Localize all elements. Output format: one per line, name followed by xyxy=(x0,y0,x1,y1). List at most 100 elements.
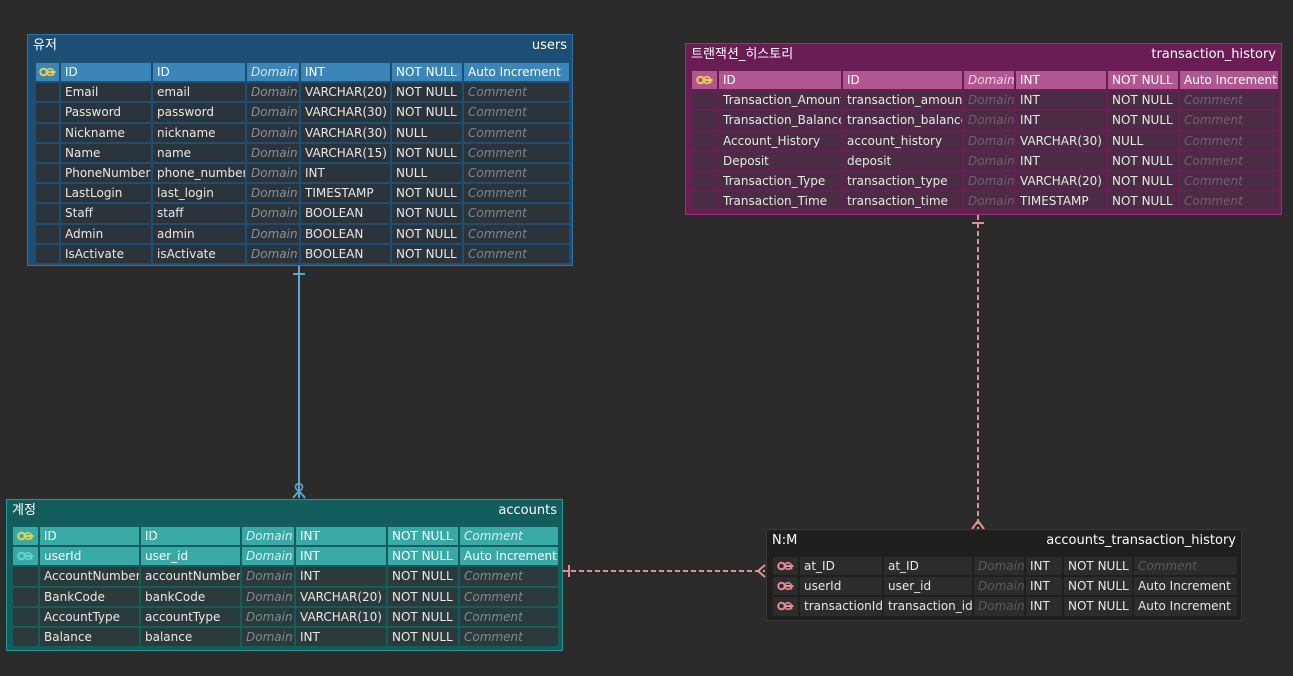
physical-name-cell[interactable]: bankCode xyxy=(141,587,240,606)
physical-name-cell[interactable]: password xyxy=(153,103,245,122)
extra-cell[interactable]: Comment xyxy=(1180,171,1278,191)
data-type-cell[interactable]: INT xyxy=(1026,597,1062,616)
extra-cell[interactable]: Auto Increment xyxy=(460,547,558,566)
nullable-cell[interactable]: NOT NULL xyxy=(1064,557,1132,576)
domain-cell[interactable]: Domain xyxy=(964,91,1014,110)
nullable-cell[interactable]: NOT NULL xyxy=(392,184,462,203)
logical-name-cell[interactable]: Transaction_Type xyxy=(719,171,841,191)
data-type-cell[interactable]: VARCHAR(30) xyxy=(301,123,390,142)
nullable-cell[interactable]: NOT NULL xyxy=(1108,171,1178,191)
physical-name-cell[interactable]: transaction_type xyxy=(843,171,962,191)
data-type-cell[interactable]: VARCHAR(15) xyxy=(301,143,390,162)
nullable-cell[interactable]: NOT NULL xyxy=(392,63,462,82)
domain-cell[interactable]: Domain xyxy=(964,171,1014,191)
logical-name-cell[interactable]: ID xyxy=(40,527,139,546)
logical-name-cell[interactable]: Deposit xyxy=(719,151,841,170)
logical-name-cell[interactable]: LastLogin xyxy=(61,184,151,203)
nullable-cell[interactable]: NOT NULL xyxy=(1108,91,1178,110)
physical-name-cell[interactable]: deposit xyxy=(843,151,962,170)
relation-users-accounts[interactable] xyxy=(292,266,306,499)
nullable-cell[interactable]: NULL xyxy=(392,123,462,142)
domain-cell[interactable]: Domain xyxy=(974,557,1024,576)
logical-name-cell[interactable]: PhoneNumber xyxy=(61,163,151,183)
domain-cell[interactable]: Domain xyxy=(247,204,299,223)
extra-cell[interactable]: Comment xyxy=(1134,557,1237,576)
extra-cell[interactable]: Auto Increment xyxy=(1134,577,1237,596)
data-type-cell[interactable]: INT xyxy=(1016,71,1106,90)
physical-name-cell[interactable]: nickname xyxy=(153,123,245,142)
domain-cell[interactable]: Domain xyxy=(242,527,294,546)
data-type-cell[interactable]: INT xyxy=(296,567,386,586)
physical-name-cell[interactable]: name xyxy=(153,143,245,162)
data-type-cell[interactable]: VARCHAR(10) xyxy=(296,607,386,626)
extra-cell[interactable]: Comment xyxy=(460,587,558,606)
extra-cell[interactable]: Auto Increment xyxy=(464,63,569,82)
logical-name-cell[interactable]: BankCode xyxy=(40,587,139,606)
logical-name-cell[interactable]: Staff xyxy=(61,204,151,223)
logical-name-cell[interactable]: userId xyxy=(800,577,882,596)
extra-cell[interactable]: Comment xyxy=(464,244,569,263)
logical-name-cell[interactable]: Email xyxy=(61,83,151,102)
data-type-cell[interactable]: INT xyxy=(296,547,386,566)
nullable-cell[interactable]: NOT NULL xyxy=(392,244,462,263)
data-type-cell[interactable]: BOOLEAN xyxy=(301,204,390,223)
nullable-cell[interactable]: NOT NULL xyxy=(1064,597,1132,616)
logical-name-cell[interactable]: Name xyxy=(61,143,151,162)
logical-name-cell[interactable]: Account_History xyxy=(719,131,841,150)
data-type-cell[interactable]: INT xyxy=(1016,151,1106,170)
domain-cell[interactable]: Domain xyxy=(247,163,299,183)
data-type-cell[interactable]: INT xyxy=(296,527,386,546)
domain-cell[interactable]: Domain xyxy=(247,244,299,263)
data-type-cell[interactable]: INT xyxy=(301,63,390,82)
domain-cell[interactable]: Domain xyxy=(242,627,294,647)
logical-name-cell[interactable]: ID xyxy=(61,63,151,82)
nullable-cell[interactable]: NOT NULL xyxy=(1064,577,1132,596)
data-type-cell[interactable]: INT xyxy=(1016,91,1106,110)
nullable-cell[interactable]: NOT NULL xyxy=(392,103,462,122)
domain-cell[interactable]: Domain xyxy=(247,103,299,122)
domain-cell[interactable]: Domain xyxy=(974,597,1024,616)
data-type-cell[interactable]: TIMESTAMP xyxy=(1016,192,1106,211)
extra-cell[interactable]: Comment xyxy=(1180,192,1278,211)
domain-cell[interactable]: Domain xyxy=(247,224,299,243)
data-type-cell[interactable]: VARCHAR(20) xyxy=(296,587,386,606)
nullable-cell[interactable]: NOT NULL xyxy=(392,224,462,243)
relation-accounts-nm[interactable] xyxy=(563,564,766,578)
extra-cell[interactable]: Comment xyxy=(460,627,558,647)
logical-name-cell[interactable]: AccountNumber xyxy=(40,567,139,586)
extra-cell[interactable]: Comment xyxy=(464,123,569,142)
extra-cell[interactable]: Comment xyxy=(464,184,569,203)
logical-name-cell[interactable]: AccountType xyxy=(40,607,139,626)
nullable-cell[interactable]: NOT NULL xyxy=(1108,151,1178,170)
nullable-cell[interactable]: NOT NULL xyxy=(388,547,458,566)
domain-cell[interactable]: Domain xyxy=(247,83,299,102)
extra-cell[interactable]: Comment xyxy=(464,163,569,183)
nullable-cell[interactable]: NOT NULL xyxy=(1108,71,1178,90)
domain-cell[interactable]: Domain xyxy=(964,192,1014,211)
data-type-cell[interactable]: INT xyxy=(296,627,386,647)
extra-cell[interactable]: Comment xyxy=(464,204,569,223)
relation-history-nm[interactable] xyxy=(971,215,985,530)
nullable-cell[interactable]: NULL xyxy=(392,163,462,183)
domain-cell[interactable]: Domain xyxy=(964,151,1014,170)
domain-cell[interactable]: Domain xyxy=(242,587,294,606)
data-type-cell[interactable]: VARCHAR(20) xyxy=(1016,171,1106,191)
nullable-cell[interactable]: NOT NULL xyxy=(392,204,462,223)
